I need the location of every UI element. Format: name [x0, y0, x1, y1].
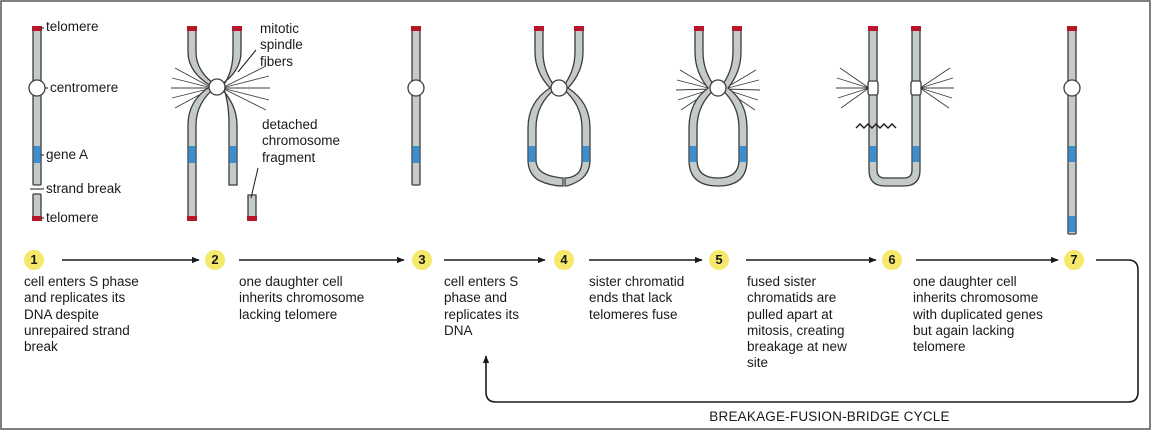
step-5-caption: fused sister chromatids are pulled apart… — [747, 274, 847, 372]
chromosome-stage-7 — [1064, 26, 1080, 234]
chromosome-stage-2 — [171, 26, 270, 221]
centromere-marker — [868, 81, 878, 95]
telomere-marker — [32, 26, 42, 31]
centromere-marker — [408, 80, 424, 96]
telomere-marker — [694, 26, 704, 31]
step-1-caption: cell enters S phase and replicates its D… — [24, 274, 139, 355]
telomere-marker — [1067, 26, 1077, 31]
gene-a-marker — [413, 146, 420, 163]
gene-a-marker — [690, 146, 697, 162]
telomere-marker — [187, 216, 197, 221]
telomere-marker — [732, 26, 742, 31]
telomere-marker — [187, 26, 197, 31]
chromosome-stage-5 — [676, 26, 760, 186]
step-7-badge: 7 — [1064, 250, 1084, 270]
chromosome-stage-1 — [29, 26, 45, 221]
telomere-marker — [868, 26, 878, 31]
step-1-badge: 1 — [24, 250, 44, 270]
gene-a-marker — [189, 146, 196, 163]
centromere-marker — [29, 80, 45, 96]
telomere-marker — [411, 26, 421, 31]
step-2-badge: 2 — [205, 250, 225, 270]
gene-a-marker — [1069, 216, 1076, 232]
gene-a-marker — [230, 146, 237, 163]
gene-a-marker — [913, 146, 920, 162]
step-5-badge: 5 — [709, 250, 729, 270]
centromere-marker — [209, 79, 225, 95]
telomere-marker — [32, 216, 42, 221]
step-2-caption: one daughter cell inherits chromosome la… — [239, 274, 364, 323]
telomere-marker — [534, 26, 544, 31]
gene-a-marker — [34, 146, 41, 163]
strand-break-label: strand break — [46, 181, 121, 197]
gene-a-marker — [740, 146, 747, 162]
centromere-marker — [551, 80, 567, 96]
chromosome-stage-4 — [528, 26, 590, 186]
chromosome-stage-3 — [408, 26, 424, 185]
step-6-caption: one daughter cell inherits chromosome wi… — [913, 274, 1043, 355]
telomere-marker — [247, 216, 257, 221]
step-4-caption: sister chromatid ends that lack telomere… — [589, 274, 684, 323]
detached-fragment-label: detached chromosome fragment — [262, 117, 340, 166]
centromere-marker — [710, 80, 726, 96]
spindle-fibers — [836, 68, 954, 108]
telomere-label: telomere — [46, 19, 99, 35]
telomere-label: telomere — [46, 210, 99, 226]
gene-a-marker — [870, 146, 877, 162]
step-6-badge: 6 — [882, 250, 902, 270]
centromere-marker — [1064, 80, 1080, 96]
cycle-label: BREAKAGE-FUSION-BRIDGE CYCLE — [0, 409, 1151, 424]
gene-a-marker — [1069, 146, 1076, 162]
step-4-badge: 4 — [554, 250, 574, 270]
step-3-badge: 3 — [412, 250, 432, 270]
gene-a-marker — [529, 146, 536, 162]
gene-a-marker — [583, 146, 590, 162]
spindle-fibers-label: mitotic spindle fibers — [260, 21, 303, 70]
telomere-marker — [232, 26, 242, 31]
chromosome-stage-6 — [836, 26, 954, 186]
telomere-marker — [911, 26, 921, 31]
telomere-marker — [574, 26, 584, 31]
centromere-marker — [911, 81, 921, 95]
gene-a-label: gene A — [46, 147, 88, 163]
centromere-label: centromere — [50, 80, 118, 96]
step-3-caption: cell enters S phase and replicates its D… — [444, 274, 519, 339]
